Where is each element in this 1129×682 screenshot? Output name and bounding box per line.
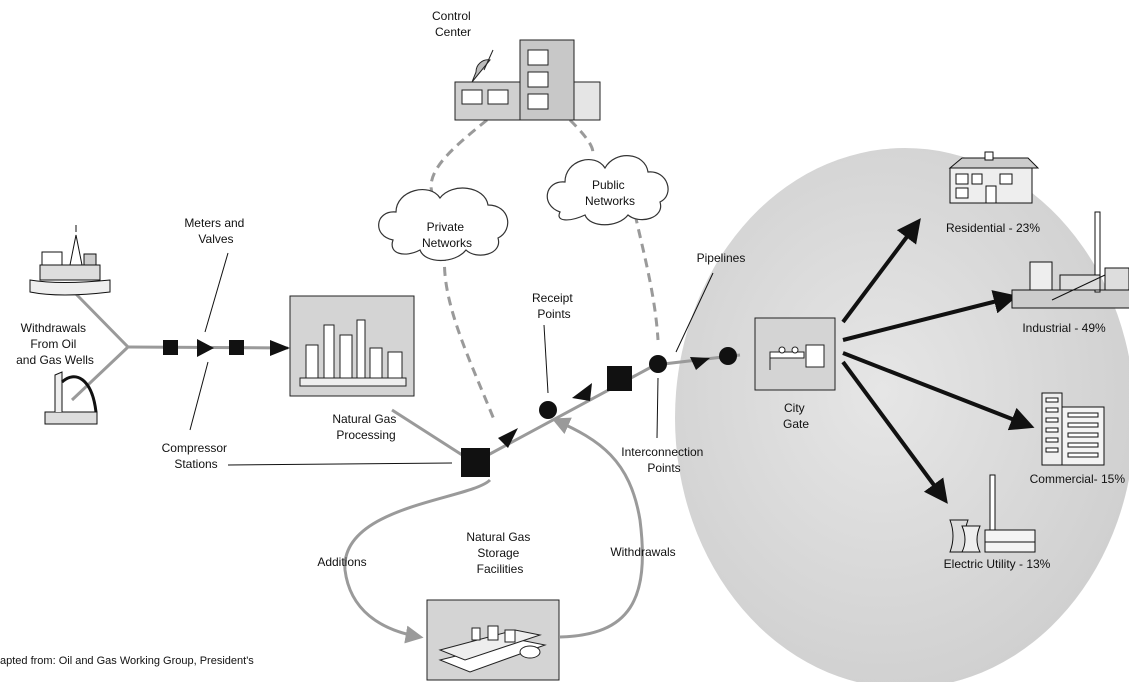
city-gate-label: City Gate — [783, 401, 809, 431]
processing-label: Natural Gas Processing — [332, 412, 399, 442]
meters-valves-label: Meters and Valves — [184, 216, 247, 246]
storage-facility-icon — [426, 599, 560, 681]
compressor-stations-label: Compressor Stations — [162, 441, 231, 471]
residential-label: Residential - 23% — [946, 221, 1040, 235]
leader-lines — [189, 252, 714, 466]
interconnection-node — [649, 355, 667, 373]
receipt-points-label: Receipt Points — [532, 291, 576, 321]
flow-arrow-4 — [270, 340, 290, 356]
pipelines-label: Pipelines — [697, 251, 746, 265]
flow-arrow-3 — [690, 357, 710, 370]
control-center-label: Control Center — [432, 9, 474, 39]
private-networks-cloud — [378, 187, 509, 262]
city-gate-node — [719, 347, 737, 365]
withdrawals-label: Withdrawals — [610, 545, 675, 559]
public-networks-cloud — [546, 155, 669, 226]
compressor-station-square — [461, 448, 490, 477]
additions-label: Additions — [317, 555, 366, 569]
electric-utility-icon — [949, 474, 1036, 553]
flow-arrow-1 — [498, 428, 518, 448]
flow-nodes — [163, 339, 737, 477]
electric-utility-label: Electric Utility - 13% — [944, 557, 1051, 571]
control-center-building — [454, 39, 601, 121]
industrial-plant-icon — [1011, 211, 1129, 309]
valve-triangle — [197, 339, 214, 357]
interconnection-points-label: Interconnection Points — [621, 445, 706, 475]
meter-square-2 — [229, 340, 244, 355]
commercial-label: Commercial- 15% — [1030, 472, 1126, 486]
private-networks-label: Private Networks — [422, 220, 472, 250]
industrial-label: Industrial - 49% — [1022, 321, 1106, 335]
pipeline-square — [607, 366, 632, 391]
public-networks-label: Public Networks — [585, 178, 635, 208]
commercial-building-icon — [1041, 392, 1105, 466]
city-gate-icon — [754, 317, 836, 391]
land-well-pump-icon — [44, 371, 98, 425]
flow-arrow-2 — [572, 383, 592, 401]
meter-square-1 — [163, 340, 178, 355]
residential-house-icon — [948, 151, 1040, 204]
source-credit: apted from: Oil and Gas Working Group, P… — [0, 655, 254, 667]
storage-facilities-label: Natural Gas Storage Facilities — [466, 530, 533, 576]
processing-plant-icon — [289, 295, 415, 397]
withdrawals-from-wells-label: Withdrawals From Oil and Gas Wells — [16, 321, 94, 367]
receipt-point-node — [539, 401, 557, 419]
end-use-arrows — [841, 218, 1035, 504]
offshore-oil-rig-icon — [29, 225, 111, 296]
